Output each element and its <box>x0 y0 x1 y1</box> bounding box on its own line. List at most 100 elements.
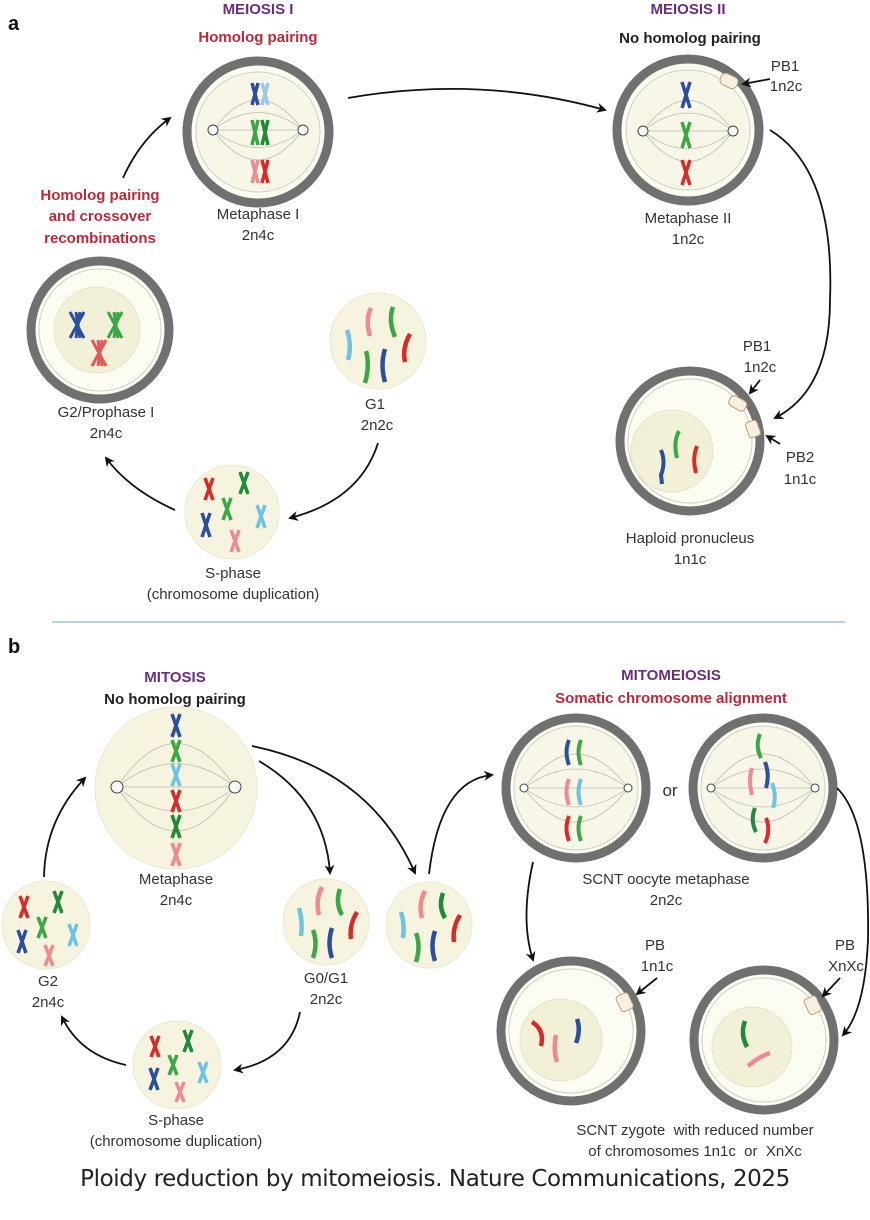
chromosome-blue <box>170 713 182 738</box>
chromosome-green <box>221 497 233 521</box>
sphase-a-detail: (chromosome duplication) <box>147 586 320 603</box>
arrow-pb1-pointer <box>741 77 771 88</box>
or-text: or <box>662 781 677 800</box>
g0g1-ploidy: 2n2c <box>310 991 343 1008</box>
chromosome-pair-red <box>250 159 270 184</box>
chromosome-green <box>362 350 370 384</box>
pb1-m2-ploidy: 1n2c <box>770 78 803 95</box>
chromosome-red <box>203 477 215 501</box>
arrow-pb1-pointer <box>748 379 761 395</box>
chromosome-darkgreen <box>750 807 758 833</box>
chromosome-red <box>763 817 771 844</box>
chromosome-red <box>530 1020 545 1047</box>
chromosome-blue <box>430 930 438 962</box>
chromosome-pink <box>564 778 571 806</box>
chromosome-lightblue <box>170 763 182 787</box>
crossover-note-line1: Homolog pairing <box>40 187 159 204</box>
arrow-pb-left-pointer <box>635 977 658 996</box>
meiosis2-subtitle: No homolog pairing <box>619 30 761 47</box>
metaphase1-label: Metaphase I <box>217 206 300 223</box>
arrow-scnt-to-zygote-left <box>525 861 536 962</box>
chromosome-darkgreen <box>170 814 182 839</box>
polar-body-icon <box>719 72 739 90</box>
scnt-metaphase-label: SCNT oocyte metaphase <box>582 871 749 888</box>
chromosome-green <box>36 916 48 939</box>
centrosome-icon <box>727 125 739 137</box>
pb2-label: PB2 <box>786 449 814 466</box>
pb1-pn-label: PB1 <box>743 338 771 355</box>
chromosome-lightblue <box>296 907 304 937</box>
scnt-metaphase-cell-scattered <box>688 713 838 863</box>
polar-body-1-icon <box>728 395 748 412</box>
mitosis-metaphase-label: Metaphase <box>139 871 213 888</box>
sphase-b-detail: (chromosome duplication) <box>90 1133 263 1150</box>
chromosome-green <box>673 430 681 459</box>
arrow-prophase-to-metaphase1 <box>122 116 172 179</box>
arrow-g1-to-sphase <box>288 442 379 521</box>
sphase-b-label: S-phase <box>148 1112 204 1129</box>
scnt-zygote-line1: SCNT zygote with reduced number <box>576 1122 813 1139</box>
pb-left-ploidy: 1n1c <box>641 958 674 975</box>
mitosis-metaphase-cell <box>94 706 258 870</box>
haploid-pronucleus-cell <box>615 366 765 516</box>
chromosome-green <box>335 888 344 917</box>
tetrad-blue <box>68 311 86 339</box>
chromosome-lightblue <box>197 1061 209 1084</box>
arrow-somatic-to-scnt <box>428 770 494 875</box>
chromosome-lightblue <box>67 923 79 947</box>
pb-left-label: PB <box>645 937 665 954</box>
chromosome-blue <box>148 1067 160 1091</box>
chromosome-blue <box>763 761 770 789</box>
chromosome-red <box>564 815 571 842</box>
polar-body-2-icon <box>744 419 762 439</box>
chromosome-green <box>413 932 421 963</box>
chromosome-blue <box>327 927 335 959</box>
mitosis-metaphase-ploidy: 2n4c <box>160 892 193 909</box>
chromosome-red <box>401 332 412 363</box>
arrow-pb2-pointer <box>765 434 781 445</box>
metaphase2-ploidy: 1n2c <box>672 231 705 248</box>
somatic-donor-cell <box>385 881 473 969</box>
chromosome-green <box>388 306 398 338</box>
scnt-metaphase-ploidy: 2n2c <box>650 892 683 909</box>
arrow-metaphase-to-somatic <box>251 745 417 875</box>
tetrad-red <box>90 339 108 367</box>
scnt-zygote-1n1c <box>496 956 646 1106</box>
chromosome-darkgreen <box>238 471 250 495</box>
g0g1-cell <box>282 878 370 966</box>
chromosome-green <box>310 929 318 959</box>
chromosome-blue <box>380 348 388 383</box>
chromosome-red <box>451 913 462 943</box>
scnt-metaphase-cell-aligned <box>501 713 651 863</box>
chromosome-pink <box>170 842 182 867</box>
tetrad-green <box>106 311 124 339</box>
chromosome-lightblue <box>576 778 583 806</box>
chromosome-pink <box>43 944 55 967</box>
centrosome-icon <box>207 124 219 136</box>
chromosome-pink <box>748 767 754 796</box>
pb1-m2-label: PB1 <box>771 58 799 75</box>
g0g1-label: G0/G1 <box>304 970 348 987</box>
metaphase1-ploidy: 2n4c <box>242 227 275 244</box>
meiosis2-title: MEIOSIS II <box>650 1 725 18</box>
chromosome-blue <box>658 449 666 485</box>
g1-ploidy: 2n2c <box>361 417 394 434</box>
arrow-metaphase2-to-pronucleus <box>769 129 832 419</box>
chromosome-lightblue <box>344 329 352 361</box>
chromosome-red <box>18 895 30 919</box>
pb2-ploidy: 1n1c <box>784 471 817 488</box>
chromosome-darkgreen <box>182 1029 194 1053</box>
chromosome-pair-green <box>250 119 270 146</box>
chromosome-pair-blue <box>250 82 270 106</box>
chromosome-pink <box>174 1081 186 1103</box>
centrosome-icon <box>637 125 649 137</box>
chromosome-green <box>755 733 763 759</box>
g2-label: G2 <box>38 973 58 990</box>
arrow-sphase-to-g2 <box>60 1015 127 1066</box>
scnt-zygote-line2: of chromosomes 1n1c or XnXc <box>588 1143 802 1160</box>
centrosome-icon <box>110 780 124 794</box>
g1-cell <box>329 292 427 390</box>
metaphase1-cell <box>182 56 334 208</box>
meiosis1-title: MEIOSIS I <box>223 1 294 18</box>
